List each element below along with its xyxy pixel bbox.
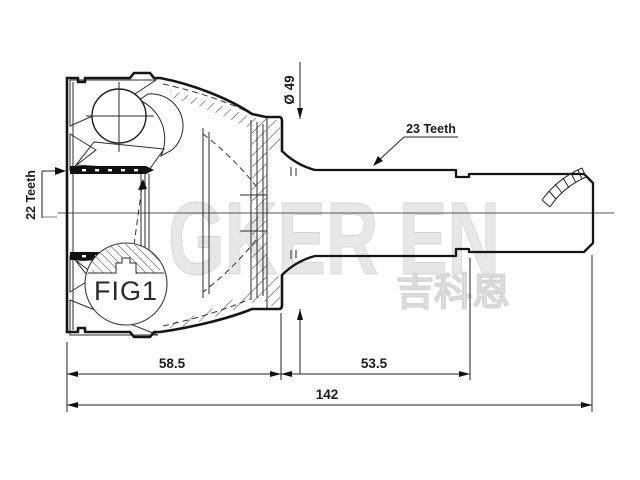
joint-housing	[65, 71, 284, 339]
flange-hatch-upper	[268, 120, 280, 150]
fig1-spline-profile	[88, 257, 164, 274]
shaft-profile	[281, 150, 595, 276]
fig1-leader-arrow	[138, 179, 147, 190]
teeth22-arrow	[55, 167, 66, 175]
dim-142-label: 142	[316, 387, 339, 402]
watermark: GKER EN 吉科恩	[168, 181, 511, 315]
fig1-detail-hatch	[92, 243, 160, 273]
flange-hatch-lower	[268, 276, 280, 306]
fig1-balloon: FIG1	[84, 179, 168, 326]
teeth22-label: 22 Teeth	[24, 170, 38, 220]
watermark-cjk-text: 吉科恩	[396, 272, 510, 314]
drive-shaft	[281, 150, 595, 276]
shaft-end-spline-marks	[541, 167, 587, 208]
inner-wall-dashed-lower	[162, 298, 251, 327]
housing-hatch-right-upper	[170, 90, 267, 209]
housing-top-profile	[65, 71, 284, 153]
dimensions: 58.5 53.5 142 Ø 49 23 Teeth 22 Teeth	[24, 62, 593, 412]
dim-58-5-label: 58.5	[159, 356, 186, 371]
watermark-latin-text: GKER EN	[168, 181, 500, 296]
teeth23-arrow	[373, 156, 383, 166]
inner-race-hatch-upper	[137, 93, 184, 158]
dim-53-5-label: 53.5	[361, 356, 388, 371]
fig1-label: FIG1	[94, 276, 158, 306]
dim-dia49-label: Ø 49	[282, 75, 297, 104]
spline-band-upper	[70, 166, 154, 174]
housing-bottom-profile	[65, 273, 284, 339]
housing-hatch-left-wedge	[69, 133, 97, 172]
housing-hatch-left-wedge-lower	[69, 254, 97, 293]
teeth23-label: 23 Teeth	[406, 122, 456, 136]
teeth23-leader	[376, 136, 405, 163]
